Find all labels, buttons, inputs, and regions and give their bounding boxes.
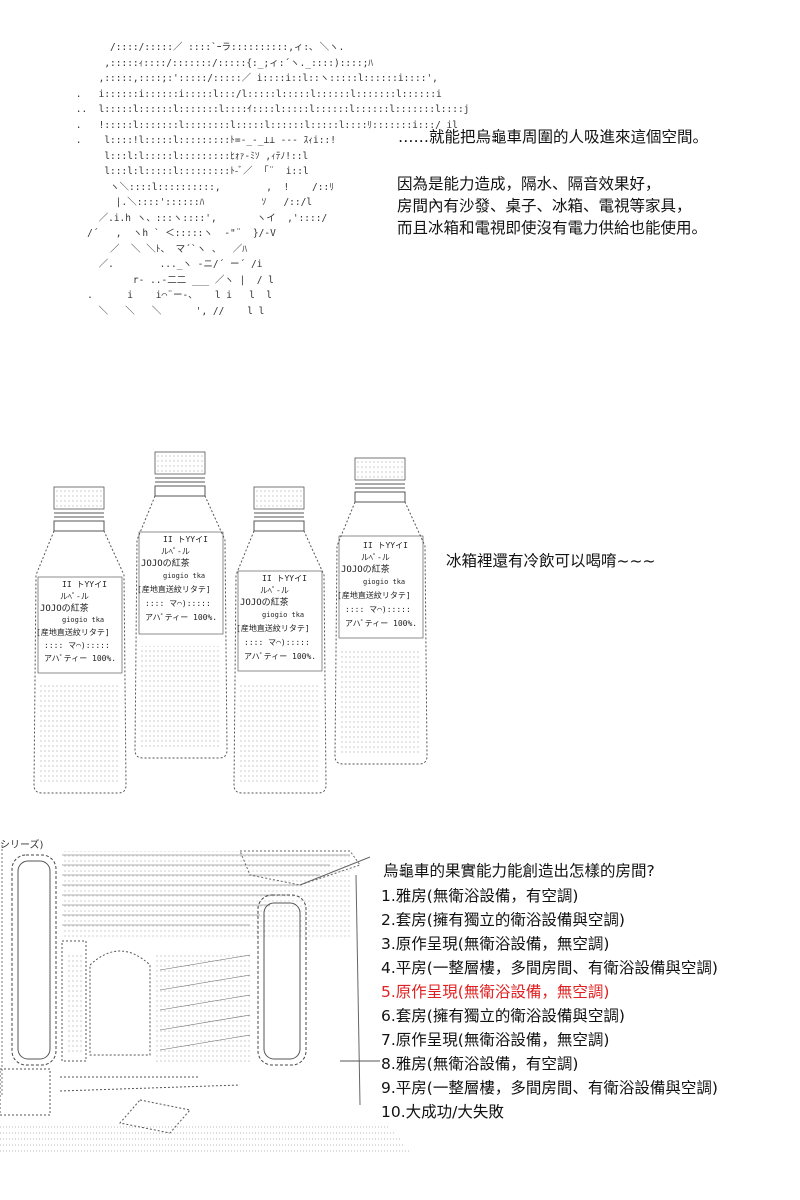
bottle-label-brand: II トYYイI bbox=[163, 535, 208, 544]
vote-option: 6.套房(擁有獨立的衛浴設備與空調) bbox=[381, 1007, 625, 1025]
bottle-label-percent: アハﾟティー 100%. bbox=[244, 652, 316, 661]
bottle-label-mark: :::: マ⌒)::::: bbox=[145, 599, 211, 608]
bottle-label-origin: [産地直送紋リタテ] bbox=[36, 627, 110, 637]
bottle-label-origin: [産地直送紋リタテ] bbox=[236, 623, 310, 633]
bottle-label-name: JOJOの紅茶 bbox=[240, 596, 289, 608]
bottle-label-name: JOJOの紅茶 bbox=[40, 602, 89, 614]
room-ascii-art bbox=[0, 845, 410, 1152]
art-series-label: シリーズ) bbox=[0, 840, 44, 851]
bottle-label-sub: ルﾍﾟ-ル bbox=[361, 553, 390, 562]
bottle-label-mark: :::: マ⌒)::::: bbox=[345, 605, 411, 614]
bottle-label-name: JOJOの紅茶 bbox=[141, 557, 190, 569]
vote-option: 7.原作呈現(無衛浴設備，無空調) bbox=[381, 1031, 610, 1049]
bottle-label-brand: II トYYイI bbox=[363, 541, 408, 550]
bottle-label-small: giogio tka bbox=[262, 611, 304, 619]
vote-option: 1.雅房(無衛浴設備，有空調) bbox=[381, 887, 579, 905]
vote-option: 3.原作呈現(無衛浴設備，無空調) bbox=[381, 935, 610, 953]
bottle-label-mark: :::: マ⌒)::::: bbox=[244, 638, 310, 647]
dialogue-paragraph: 因為是能力造成，隔水、隔音效果好， 房間內有沙發、桌子、冰箱、電視等家具， 而且… bbox=[397, 173, 787, 239]
vote-option: 10.大成功/大失敗 bbox=[381, 1103, 504, 1121]
vote-option: 9.平房(一整層樓，多間房間、有衛浴設備與空調) bbox=[381, 1079, 718, 1097]
vote-question: 烏龜車的果實能力能創造出怎樣的房間? bbox=[383, 862, 655, 880]
bottle-label-sub: ルﾍﾟ-ル bbox=[161, 547, 190, 556]
bottle-label-sub: ルﾍﾟ-ル bbox=[60, 592, 89, 601]
bottle-label-brand: II トYYイI bbox=[262, 574, 307, 583]
tea-bottle-1: II トYYイI ルﾍﾟ-ル JOJOの紅茶 giogio tka [産地直送紋… bbox=[32, 485, 128, 795]
bottle-label-percent: アハﾟティー 100%. bbox=[145, 613, 217, 622]
dialogue-line-1: ……就能把烏龜車周圍的人吸進來這個空間。 bbox=[398, 128, 709, 146]
bottle-label-sub: ルﾍﾟ-ル bbox=[260, 586, 289, 595]
vote-option: 2.套房(擁有獨立的衛浴設備與空調) bbox=[381, 911, 625, 929]
bottle-label-origin: [産地直送紋リタテ] bbox=[137, 584, 211, 594]
bottle-label-percent: アハﾟティー 100%. bbox=[345, 619, 417, 628]
character-ascii-art: /::::/:::::／ ::::`ｰラ::::::::::,ィ:､ ＼ヽ. ,… bbox=[75, 42, 470, 317]
bottle-label-percent: アハﾟティー 100%. bbox=[44, 654, 116, 663]
dialogue-drinks: 冰箱裡還有冷飲可以喝唷~~~ bbox=[446, 552, 656, 570]
vote-option: 5.原作呈現(無衛浴設備，無空調) bbox=[381, 983, 610, 1001]
vote-options-list: 1.雅房(無衛浴設備，有空調) 2.套房(擁有獨立的衛浴設備與空調) 3.原作呈現(… bbox=[381, 884, 800, 1124]
bottle-label-small: giogio tka bbox=[163, 572, 205, 580]
tea-bottle-4: II トYYイI ルﾍﾟ-ル JOJOの紅茶 giogio tka [産地直送紋… bbox=[333, 456, 429, 766]
dialogue-line: 房間內有沙發、桌子、冰箱、電視等家具， bbox=[397, 197, 692, 215]
bottle-label-small: giogio tka bbox=[62, 616, 104, 624]
tea-bottle-2: II トYYイI ルﾍﾟ-ル JOJOの紅茶 giogio tka [産地直送紋… bbox=[133, 450, 229, 760]
vote-option: 8.雅房(無衛浴設備，有空調) bbox=[381, 1055, 579, 1073]
dialogue-line: 因為是能力造成，隔水、隔音效果好， bbox=[397, 175, 661, 193]
tea-bottle-3: II トYYイI ルﾍﾟ-ル JOJOの紅茶 giogio tka [産地直送紋… bbox=[232, 485, 328, 795]
bottle-label-mark: :::: マ⌒)::::: bbox=[44, 641, 110, 650]
vote-option: 4.平房(一整層樓，多間房間、有衛浴設備與空調) bbox=[381, 959, 718, 977]
bottle-label-small: giogio tka bbox=[363, 578, 405, 586]
bottle-label-name: JOJOの紅茶 bbox=[341, 563, 390, 575]
bottle-label-origin: [産地直送紋リタテ] bbox=[337, 590, 411, 600]
bottle-label-brand: II トYYイI bbox=[62, 580, 107, 589]
dialogue-line: 而且冰箱和電視即使沒有電力供給也能使用。 bbox=[397, 219, 708, 237]
